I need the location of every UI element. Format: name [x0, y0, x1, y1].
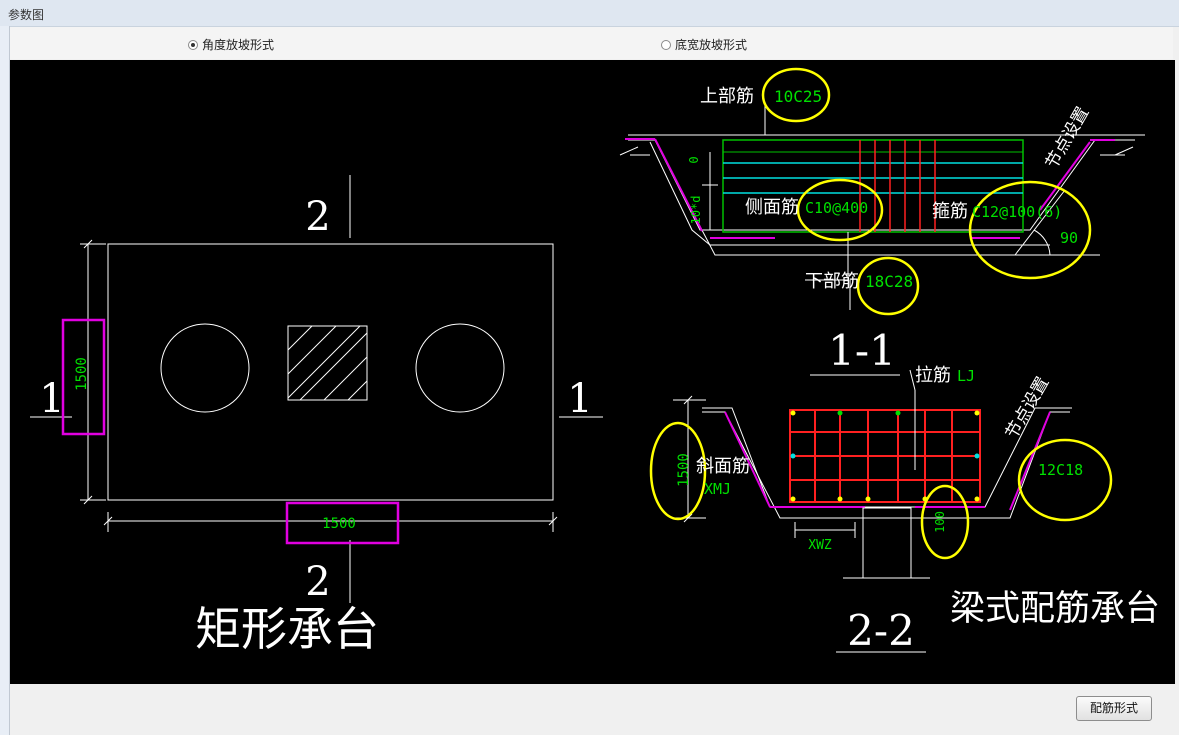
rebar-form-button[interactable]: 配筋形式	[1076, 696, 1152, 721]
pile-right	[415, 323, 505, 413]
side-rebar-value: C10@400	[805, 199, 868, 217]
xwz-text: XWZ	[808, 538, 832, 553]
cap-outline	[107, 243, 554, 501]
side-rebar-label: 侧面筋	[745, 197, 799, 218]
rebar-12c18-text: 12C18	[1038, 461, 1083, 479]
dim-10d-text: 10*d	[689, 196, 703, 225]
window-title: 参数图	[8, 8, 45, 22]
radio-angle-slope[interactable]: 角度放坡形式	[188, 36, 274, 53]
radio-base-width-slope-label: 底宽放坡形式	[675, 38, 748, 52]
column-hatch	[287, 325, 368, 401]
node-setting-1-text: 节点设置	[1042, 104, 1093, 173]
section-mark-2-top: 2	[305, 194, 330, 240]
parameter-drawing: 1500 1500 2 2 1 1 矩形承台	[30, 67, 1160, 656]
window-left-edge	[0, 26, 10, 735]
pile-left	[160, 323, 250, 413]
slope-mode-options: 角度放坡形式 底宽放坡形式	[10, 27, 1173, 59]
section-2-2-label: 2-2	[847, 606, 915, 655]
radio-angle-slope-label: 角度放坡形式	[202, 38, 275, 52]
highlight-stirrup	[968, 180, 1092, 280]
section-mark-2-bottom: 2	[305, 559, 330, 605]
title-bar: 参数图	[0, 0, 1179, 27]
highlight-dim-height	[61, 318, 106, 436]
top-rebar-label: 上部筋	[700, 86, 754, 107]
bottom-rebar-label: 下部筋	[805, 271, 859, 292]
dim-width-text: 1500	[322, 516, 356, 532]
section-1-1-label: 1-1	[828, 326, 896, 375]
section-mark-1-left: 1	[39, 376, 64, 422]
tie-rebar-value: LJ	[957, 367, 975, 385]
parameter-drawing-canvas: 1500 1500 2 2 1 1 矩形承台	[10, 60, 1175, 684]
beam-cap-caption: 梁式配筋承台	[950, 589, 1160, 629]
stirrup-value: C12@100(6)	[972, 203, 1062, 221]
radio-selected-icon[interactable]	[188, 39, 198, 50]
dim-0-text: 0	[687, 156, 701, 163]
radio-base-width-slope[interactable]: 底宽放坡形式	[661, 36, 747, 53]
dim-height-text: 1500	[74, 357, 90, 391]
slope-rebar-label: 斜面筋	[696, 456, 750, 477]
section-2-2-rebar-dots	[790, 410, 980, 502]
stirrup-label: 箍筋	[932, 201, 968, 222]
highlight-dim-width	[285, 501, 400, 545]
rect-cap-caption: 矩形承台	[195, 602, 379, 656]
dim-100-text: 100	[933, 511, 947, 533]
tie-rebar-label: 拉筋	[915, 365, 951, 386]
bottom-rebar-value: 18C28	[865, 272, 913, 291]
dim-height-2-text: 1500	[676, 453, 692, 487]
highlight-bottom-rebar	[856, 256, 920, 316]
column-section	[287, 325, 368, 401]
slope-rebar-value: XMJ	[704, 480, 731, 498]
top-rebar-value: 10C25	[774, 87, 822, 106]
radio-unselected-icon[interactable]	[661, 39, 671, 50]
highlight-side-rebar	[796, 178, 884, 242]
highlight-dim-100	[920, 484, 970, 560]
footer-bar	[10, 684, 1175, 735]
highlight-top-rebar	[761, 67, 831, 123]
rect-cap-plan	[30, 175, 603, 603]
highlight-dim-height-2	[649, 421, 707, 521]
section-2-2-drawing	[673, 369, 1072, 653]
angle-value: 90	[1060, 229, 1078, 247]
highlight-rebar-12c18	[1017, 438, 1113, 522]
section-mark-1-right: 1	[567, 376, 592, 422]
